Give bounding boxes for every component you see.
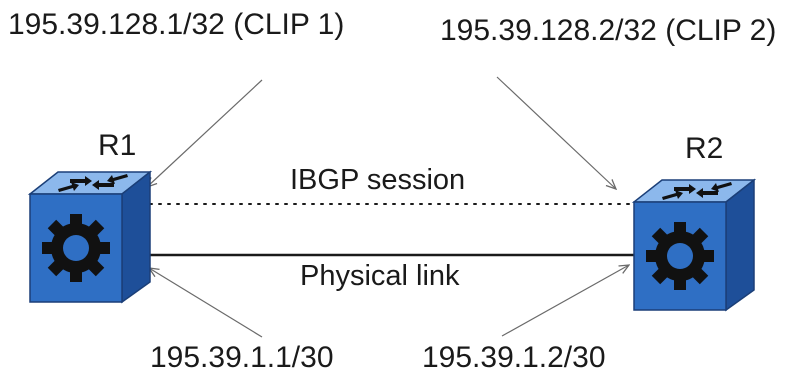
clip2-arrow	[496, 76, 616, 189]
router-r2-label: R2	[685, 132, 724, 165]
ip1-arrow	[149, 268, 263, 338]
clip1-label: 195.39.128.1/32 (CLIP 1)	[8, 8, 345, 41]
ip1-label: 195.39.1.1/30	[150, 341, 334, 374]
router-r1-label: R1	[98, 129, 137, 162]
physical-link-label: Physical link	[300, 260, 460, 292]
router-r1-icon	[27, 170, 153, 304]
ibgp-session-label: IBGP session	[290, 164, 466, 196]
clip1-arrow	[147, 79, 263, 187]
clip2-label: 195.39.128.2/32 (CLIP 2)	[440, 14, 777, 47]
router-r2-icon	[631, 178, 757, 312]
ip2-arrow	[501, 265, 629, 337]
ip2-label: 195.39.1.2/30	[422, 341, 606, 374]
